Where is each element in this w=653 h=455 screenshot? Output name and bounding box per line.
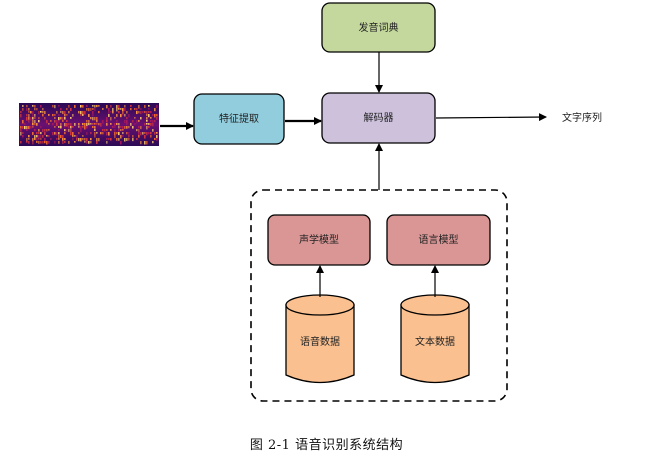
acoustic-model-label: 声学模型 bbox=[299, 233, 339, 246]
text-data-label: 文本数据 bbox=[415, 335, 455, 348]
figure-caption: 图 2-1 语音识别系统结构 bbox=[249, 438, 404, 453]
spectrogram-image bbox=[19, 103, 159, 146]
language-model-label: 语言模型 bbox=[419, 233, 459, 246]
acoustic-model-node: 声学模型 bbox=[267, 214, 371, 266]
pronunciation-dict-label: 发音词典 bbox=[359, 21, 399, 34]
speech-data-node: 语音数据 bbox=[285, 294, 355, 384]
decoder-node: 解码器 bbox=[321, 92, 436, 144]
output-label: 文字序列 bbox=[562, 111, 602, 124]
language-model-node: 语言模型 bbox=[386, 214, 491, 266]
speech-data-label: 语音数据 bbox=[300, 335, 340, 348]
feature-extraction-label: 特征提取 bbox=[219, 113, 259, 125]
text-data-node: 文本数据 bbox=[400, 294, 470, 384]
pronunciation-dict-node: 发音词典 bbox=[321, 2, 436, 53]
decoder-label: 解码器 bbox=[364, 111, 394, 124]
arrow-decoder-to-output bbox=[435, 113, 547, 122]
feature-extraction-node: 特征提取 bbox=[193, 93, 285, 145]
